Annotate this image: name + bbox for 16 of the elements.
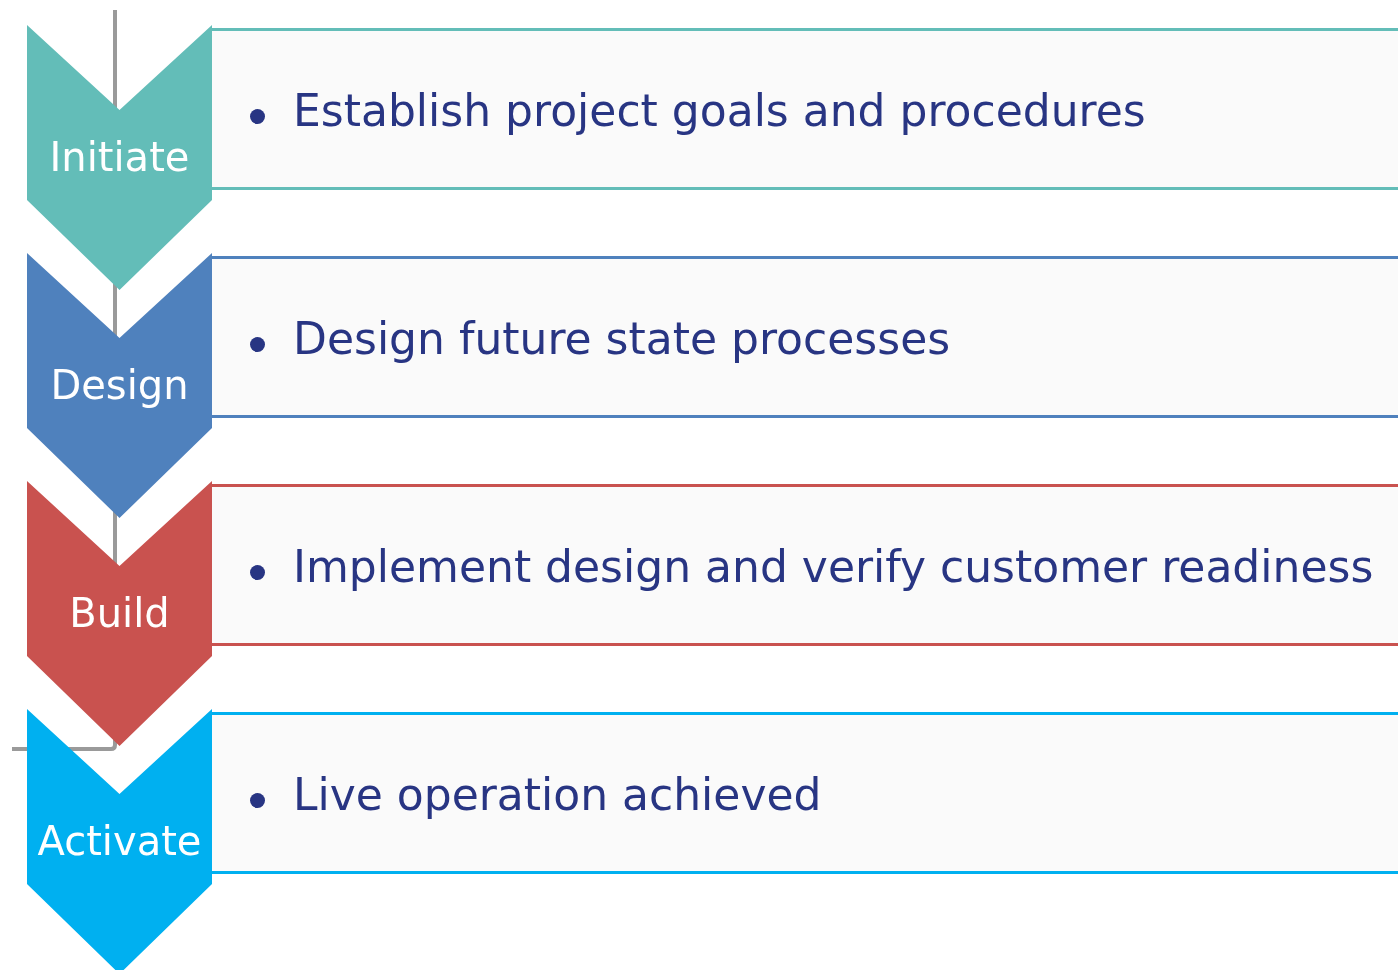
description-text: Design future state processes bbox=[293, 312, 952, 366]
chevron-shape bbox=[27, 253, 212, 518]
description-text: Implement design and verify customer readiness bbox=[293, 540, 1375, 594]
chevron-shape bbox=[27, 709, 212, 970]
chevron-shape bbox=[27, 481, 212, 746]
stage-label: Initiate bbox=[48, 133, 191, 182]
stage-band bbox=[212, 28, 1398, 190]
stage-band bbox=[212, 256, 1398, 418]
description-text: Establish project goals and procedures bbox=[293, 84, 1147, 138]
description-text: Live operation achieved bbox=[293, 768, 823, 822]
stage-band bbox=[212, 712, 1398, 874]
stage-band bbox=[212, 484, 1398, 646]
stage-label: Design bbox=[49, 361, 190, 410]
stage-label: Build bbox=[68, 589, 171, 638]
chevron-shape bbox=[27, 25, 212, 290]
stage-label: Activate bbox=[36, 817, 203, 866]
